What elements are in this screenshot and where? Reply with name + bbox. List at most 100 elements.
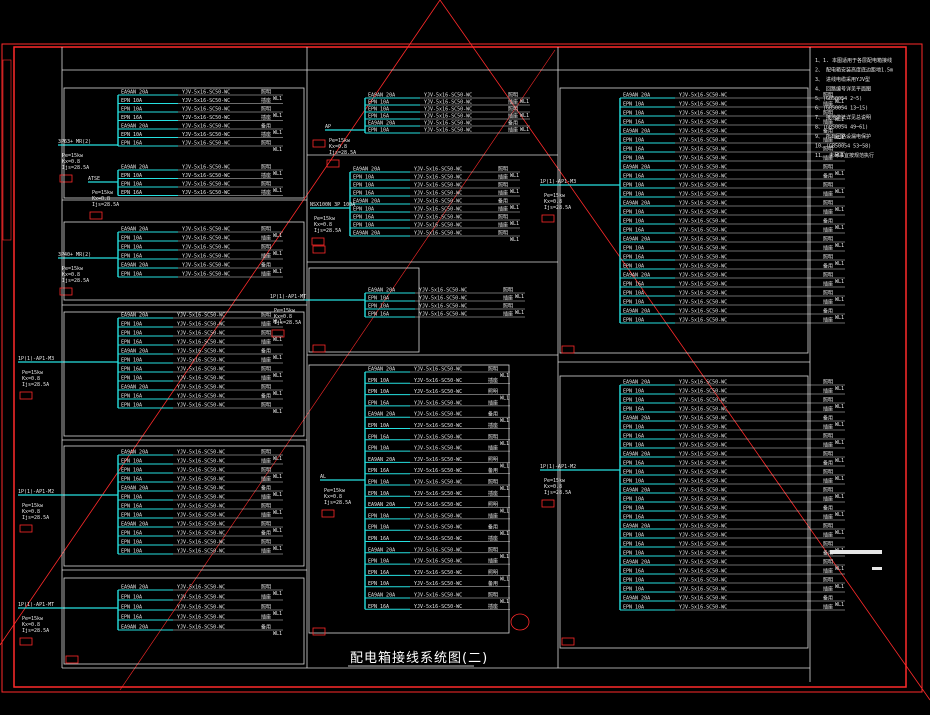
panel-box	[63, 87, 305, 199]
breaker-label: EPN 10A	[121, 358, 142, 364]
breaker-label: EA9AN 20A	[623, 488, 650, 494]
load-label: 插座	[488, 512, 498, 519]
load-label: 插座	[261, 131, 271, 138]
circuit-id: WL1	[510, 173, 519, 179]
circuit-id: WL1	[273, 510, 282, 516]
breaker-label: EA9AN 20A	[353, 231, 380, 237]
breaker-label: EA9AN 20A	[121, 349, 148, 355]
breaker-label: EA9AN 20A	[121, 313, 148, 319]
cable-label: YJV-5x16-SC50-WC	[177, 504, 225, 510]
load-label: 插座	[488, 535, 498, 542]
circuit-id: WL1	[835, 135, 844, 141]
power-label: Pe=15kw	[62, 266, 84, 272]
cable-label: YJV-5x16-SC50-WC	[182, 254, 230, 260]
load-label: 照明	[261, 605, 271, 611]
cable-label: YJV-5x16-SC50-WC	[679, 246, 727, 252]
circuit-id: WL1	[835, 386, 844, 392]
cable-label: YJV-5x16-SC50-WC	[182, 236, 230, 242]
diagonal-line-right	[439, 0, 930, 701]
load-label: 插座	[823, 281, 833, 288]
factor-label: Kx=0.8	[274, 314, 292, 320]
breaker-label: EPN 10A	[121, 182, 142, 188]
cable-label: YJV-5x16-SC50-WC	[679, 470, 727, 476]
breaker-label: EA9AN 20A	[353, 199, 380, 205]
power-label: Pe=15kw	[324, 488, 346, 494]
cable-label: YJV-5x16-SC50-WC	[679, 380, 727, 386]
load-label: 照明	[261, 450, 271, 456]
breaker-label: EPN 10A	[623, 533, 644, 539]
cable-label: YJV-5x16-SC50-WC	[414, 480, 462, 486]
circuit-id: WL1	[835, 584, 844, 590]
breaker-label: EPN 10A	[623, 605, 644, 611]
power-label: Pe=15kw	[22, 370, 44, 376]
cable-label: YJV-5x16-SC50-WC	[182, 263, 230, 269]
circuit-id: WL1	[273, 591, 282, 597]
power-label: Pe=15kw	[274, 308, 296, 314]
load-label: 照明	[488, 434, 498, 440]
load-label: 备用	[488, 411, 498, 418]
breaker-label: EA9AN 20A	[121, 165, 148, 171]
load-label: 备用	[261, 393, 271, 400]
breaker-label: EPN 10A	[121, 513, 142, 519]
cable-label: YJV-5x16-SC50-WC	[414, 446, 462, 452]
load-label: 照明	[498, 231, 508, 237]
load-label: 插座	[508, 99, 518, 106]
current-label: Ijs=28.5A	[22, 628, 49, 634]
incoming-label: AL	[320, 474, 326, 480]
cable-label: YJV-5x16-SC50-WC	[414, 191, 462, 197]
cable-label: YJV-5x16-SC50-WC	[679, 416, 727, 422]
circuit-id: WL1	[273, 113, 282, 119]
cable-label: YJV-5x16-SC50-WC	[414, 536, 462, 542]
circuit-id: WL1	[835, 494, 844, 500]
load-label: 照明	[261, 141, 271, 147]
current-label: Ijs=28.5A	[544, 205, 571, 211]
load-label: 照明	[498, 167, 508, 173]
earth-symbol	[65, 655, 79, 664]
breaker-label: EPN 10A	[623, 156, 644, 162]
load-label: 照明	[823, 470, 833, 476]
load-label: 照明	[823, 183, 833, 189]
circuit-id: WL1	[835, 171, 844, 177]
note-line: 6、(GB50054 13~15)	[815, 106, 868, 112]
circuit-id: WL1	[500, 486, 509, 492]
breaker-label: EA9AN 20A	[368, 593, 395, 599]
load-label: 照明	[261, 504, 271, 510]
circuit-id: WL1	[835, 243, 844, 249]
load-label: 照明	[823, 201, 833, 207]
load-label: 照明	[261, 522, 271, 528]
breaker-label: EA9AN 20A	[368, 288, 395, 294]
breaker-label: EA9AN 20A	[368, 93, 395, 99]
cable-label: YJV-5x16-SC50-WC	[424, 100, 472, 106]
load-label: 照明	[823, 165, 833, 171]
cable-label: YJV-5x16-SC50-WC	[177, 322, 225, 328]
load-label: 插座	[261, 97, 271, 104]
cable-label: YJV-5x16-SC50-WC	[679, 488, 727, 494]
cable-label: YJV-5x16-SC50-WC	[679, 587, 727, 593]
breaker-label: EPN 16A	[121, 340, 142, 346]
cable-label: YJV-5x16-SC50-WC	[182, 107, 230, 113]
load-label: 照明	[823, 273, 833, 279]
breaker-label: EPN 16A	[121, 115, 142, 121]
circuit-id: WL1	[835, 602, 844, 608]
load-label: 插座	[498, 206, 508, 213]
cable-label: YJV-5x16-SC50-WC	[679, 291, 727, 297]
cable-label: YJV-5x16-SC50-WC	[679, 309, 727, 315]
breaker-label: EPN 10A	[353, 183, 374, 189]
cable-label: YJV-5x16-SC50-WC	[414, 215, 462, 221]
circuit-id: WL1	[273, 373, 282, 379]
earth-symbol	[561, 345, 575, 354]
cable-label: YJV-5x16-SC50-WC	[177, 450, 225, 456]
cable-label: YJV-5x16-SC50-WC	[177, 477, 225, 483]
breaker-label: EA9AN 20A	[121, 585, 148, 591]
circuit-id: WL1	[273, 611, 282, 617]
circuit-id: WL1	[835, 566, 844, 572]
cable-label: YJV-5x16-SC50-WC	[177, 522, 225, 528]
breaker-label: EA9AN 20A	[623, 237, 650, 243]
factor-label: Kx=0.8	[329, 144, 347, 150]
load-label: 照明	[498, 183, 508, 189]
load-label: 照明	[508, 93, 518, 99]
load-label: 备用	[261, 123, 271, 130]
breaker-label: EPN 10A	[368, 491, 389, 497]
load-label: 插座	[488, 399, 498, 406]
breaker-label: EPN 10A	[368, 581, 389, 587]
